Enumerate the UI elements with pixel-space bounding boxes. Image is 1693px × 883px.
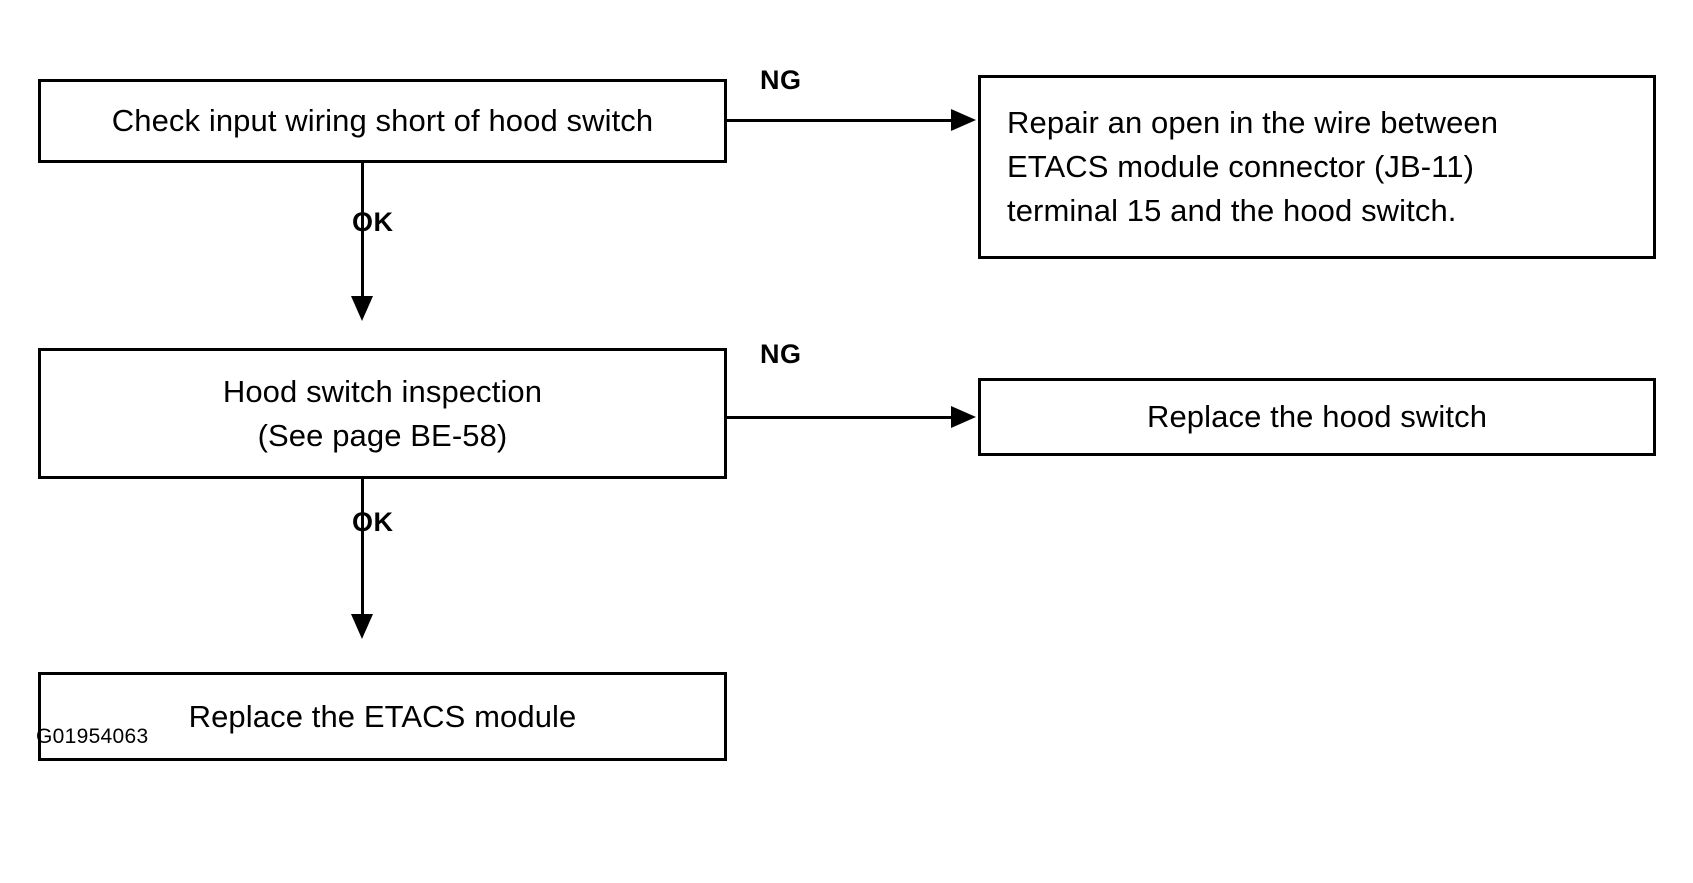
edge-label-ng-2: NG	[760, 339, 802, 369]
flow-node-replace-hood-switch: Replace the hood switch	[978, 378, 1656, 456]
node-text-line: ETACS module connector (JB-11)	[1007, 149, 1475, 184]
connector-ok-1-line	[361, 163, 364, 300]
connector-ok-2-line	[361, 479, 364, 618]
flow-node-replace-etacs-module: Replace the ETACS module	[38, 672, 727, 761]
connector-ng-2-line	[727, 416, 954, 419]
edge-label-ok-2: OK	[352, 507, 394, 537]
node-text-line: Replace the hood switch	[1146, 399, 1488, 434]
node-text-line: (See page BE-58)	[257, 417, 508, 453]
flow-node-repair-wire: Repair an open in the wire between ETACS…	[978, 75, 1656, 259]
flow-node-hood-switch-inspection: Hood switch inspection (See page BE-58)	[38, 348, 727, 479]
arrowhead-right-icon	[951, 109, 976, 131]
node-text-line: terminal 15 and the hood switch.	[1007, 193, 1457, 228]
flow-node-check-input-wiring: Check input wiring short of hood switch	[38, 79, 727, 163]
connector-ng-1-line	[727, 119, 954, 122]
arrowhead-down-icon	[351, 614, 373, 639]
node-text-line: Hood switch inspection	[222, 373, 543, 409]
arrowhead-right-icon	[951, 406, 976, 428]
node-text-line: Check input wiring short of hood switch	[111, 103, 654, 138]
figure-id-label: G01954063	[36, 725, 149, 748]
edge-label-ok-1: OK	[352, 207, 394, 237]
node-text-line: Replace the ETACS module	[188, 698, 577, 734]
edge-label-ng-1: NG	[760, 65, 802, 95]
node-text-line: Repair an open in the wire between	[1007, 105, 1499, 140]
arrowhead-down-icon	[351, 296, 373, 321]
